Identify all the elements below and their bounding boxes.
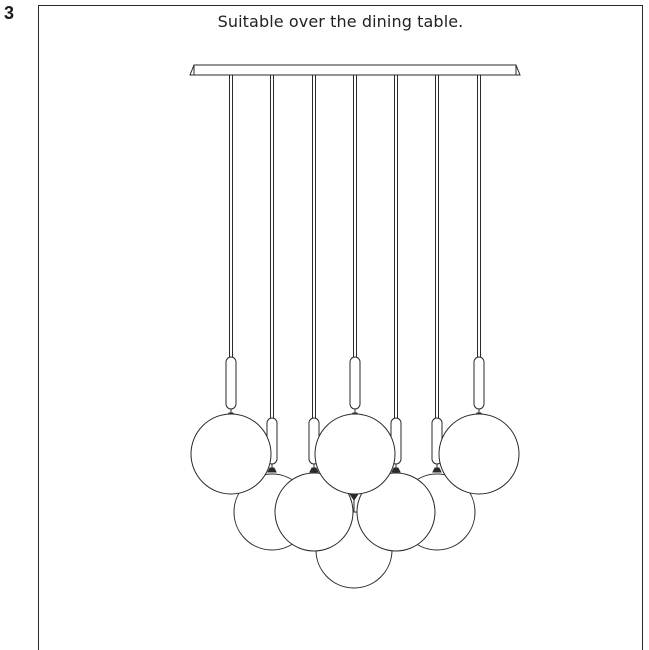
caption: Suitable over the dining table. <box>217 12 464 31</box>
socket-cap-5 <box>391 467 401 473</box>
sleeve-4 <box>349 356 361 410</box>
instruction-panel <box>38 5 643 650</box>
bottom-globe-cap <box>349 493 359 501</box>
socket-cap-6 <box>432 467 442 473</box>
socket-cap-3 <box>309 467 319 473</box>
sleeve-7 <box>473 356 485 410</box>
globe-top-left <box>190 413 272 495</box>
ceiling-canopy <box>189 64 521 76</box>
globe-top-center <box>314 413 396 495</box>
sleeve-1 <box>225 356 237 410</box>
globe-mid-left <box>274 472 354 552</box>
socket-cap-2 <box>267 467 277 473</box>
globe-mid-right <box>356 472 436 552</box>
step-number: 3 <box>4 3 15 23</box>
globe-top-right <box>438 413 520 495</box>
